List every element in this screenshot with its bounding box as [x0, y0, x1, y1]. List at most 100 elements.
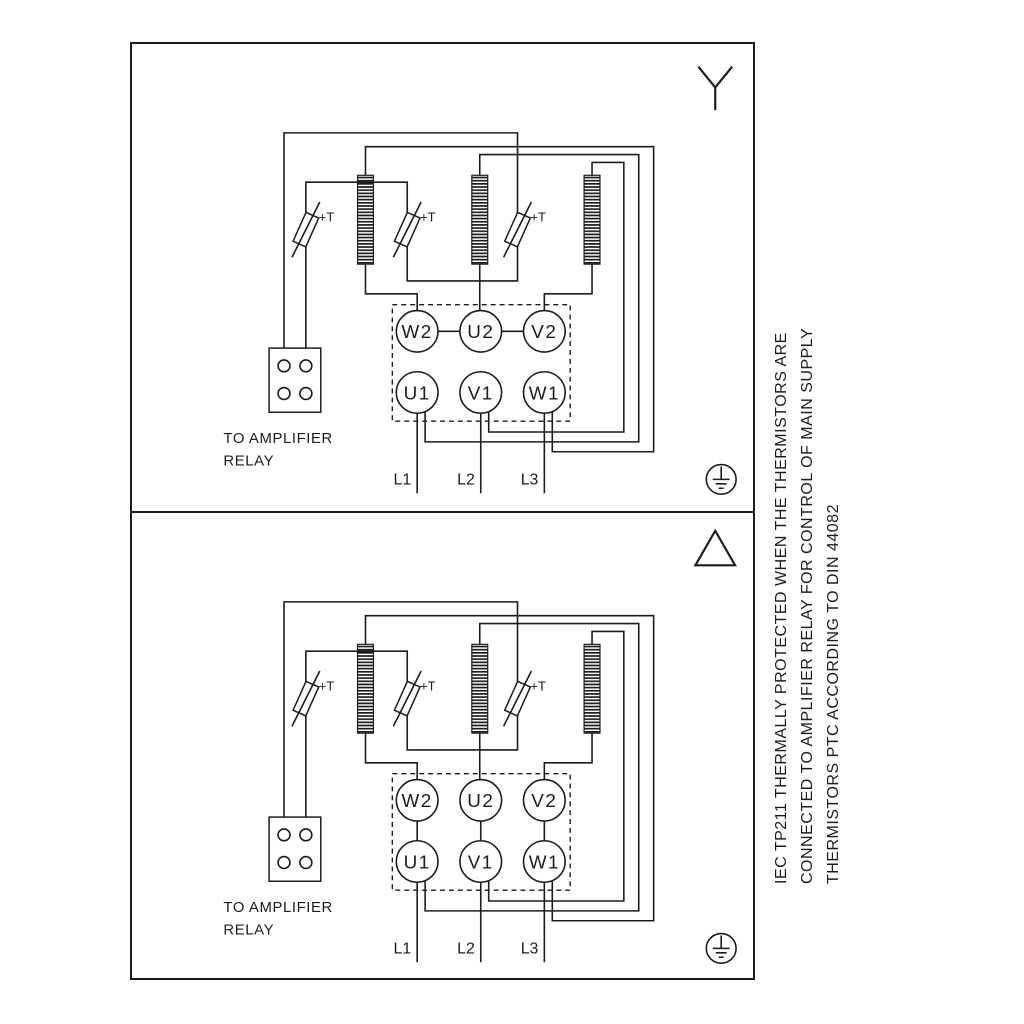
supply-line-labels: L1 L2 L3: [394, 471, 539, 488]
winding-icon: [471, 174, 489, 265]
terminal-v1: V1: [459, 839, 503, 884]
terminal-v1: V1: [459, 370, 503, 415]
thermistor-label: +T: [530, 210, 546, 225]
supply-label-l2: L2: [457, 471, 475, 488]
panel-divider: [132, 511, 753, 513]
wiring: [283, 601, 655, 963]
terminal-label: U1: [404, 851, 431, 872]
wiring: [283, 132, 655, 494]
motor-windings: [356, 174, 601, 265]
winding-lead-c: [543, 733, 593, 780]
terminal-label: U1: [404, 382, 431, 403]
thermistor-icon: +T: [502, 201, 546, 258]
winding-icon: [356, 643, 375, 734]
terminal-w1: W1: [522, 370, 567, 415]
star-icon: [697, 66, 733, 111]
winding-return-wire-a: [364, 145, 655, 453]
supply-label-l3: L3: [521, 471, 539, 488]
delta-icon: [693, 528, 737, 567]
terminal-label: V2: [531, 790, 557, 811]
winding-return-wire-b: [424, 622, 640, 912]
terminal-circle: [395, 370, 439, 415]
terminal-label: V1: [468, 382, 494, 403]
winding-icon: [583, 643, 601, 734]
terminal-w1: W1: [522, 839, 567, 884]
terminal-label: W2: [402, 321, 433, 342]
terminal-circle: [395, 309, 439, 353]
supply-label-l1: L1: [394, 471, 412, 488]
winding-return-wire-b: [424, 153, 640, 443]
relay-pin: [277, 359, 291, 373]
winding-icon: [471, 643, 489, 734]
terminal-label: W1: [529, 382, 560, 403]
terminal-circle: [459, 839, 503, 884]
terminal-circle: [395, 778, 439, 822]
terminal-board: W2 U2 V2 U1 V1: [391, 772, 571, 891]
amplifier-relay-terminal: [268, 816, 322, 882]
relay-caption-line-1: TO AMPLIFIER: [223, 431, 332, 447]
side-note-line-2: CONNECTED TO AMPLIFIER RELAY FOR CONTROL…: [799, 327, 816, 884]
terminal-v2: V2: [522, 309, 567, 353]
supply-wires: [416, 413, 546, 494]
terminal-circle: [522, 309, 567, 353]
star-connection-panel: +T +T +T W2 U2: [223, 66, 737, 495]
winding-return-wire-a: [364, 614, 655, 922]
winding-return-wire-c: [487, 161, 625, 433]
winding-lead-a: [364, 264, 418, 311]
terminal-v2: V2: [522, 778, 567, 822]
winding-return-wire-c: [487, 630, 625, 902]
relay-box: [268, 816, 322, 882]
relay-caption-line-1: TO AMPLIFIER: [223, 900, 332, 916]
supply-label-l1: L1: [394, 940, 412, 957]
relay-caption-line-2: RELAY: [223, 454, 274, 470]
terminal-w2: W2: [395, 778, 439, 822]
motor-windings: [356, 643, 601, 734]
thermistor-icon: +T: [502, 670, 546, 727]
relay-caption-line-2: RELAY: [223, 923, 274, 939]
thermistor-chain-wire: [283, 132, 519, 349]
side-note-rotated-text: IEC TP211 THERMALLY PROTECTED WHEN THE T…: [757, 42, 905, 980]
winding-icon: [356, 174, 375, 265]
terminal-circle: [459, 309, 503, 353]
supply-label-l2: L2: [457, 940, 475, 957]
thermistor-icon: +T: [392, 201, 436, 258]
terminal-u2: U2: [459, 778, 503, 822]
thermistor-label: +T: [420, 210, 436, 225]
thermistor-icon: +T: [291, 670, 334, 727]
relay-pin: [299, 828, 313, 842]
earth-ground-icon: [705, 932, 737, 964]
relay-pin: [277, 828, 291, 842]
side-note: IEC TP211 THERMALLY PROTECTED WHEN THE T…: [757, 42, 905, 980]
terminal-label: V1: [468, 851, 494, 872]
winding-icon: [583, 174, 601, 265]
terminal-label: U2: [467, 790, 494, 811]
relay-pin: [277, 855, 291, 870]
thermistor-label: +T: [530, 679, 546, 694]
terminal-w2: W2: [395, 309, 439, 353]
terminal-circle: [459, 370, 503, 415]
terminal-u1: U1: [395, 370, 439, 415]
terminal-label: W1: [529, 851, 560, 872]
relay-box: [268, 347, 322, 413]
winding-lead-a: [364, 733, 418, 780]
terminal-label: W2: [402, 790, 433, 811]
supply-line-labels: L1 L2 L3: [394, 940, 539, 957]
diagram-frame: +T +T +T W2 U2: [130, 42, 755, 980]
terminal-circle: [522, 839, 567, 884]
earth-ground-icon: [705, 463, 737, 495]
side-note-line-1: IEC TP211 THERMALLY PROTECTED WHEN THE T…: [773, 332, 790, 884]
terminal-circle: [395, 839, 439, 884]
terminal-circle: [522, 370, 567, 415]
thermistor-label: +T: [319, 210, 335, 225]
terminal-circle: [522, 778, 567, 822]
delta-connection-panel: +T +T +T W2 U2: [223, 528, 737, 964]
terminal-circle: [459, 778, 503, 822]
thermistor-chain-wire: [283, 601, 519, 818]
amplifier-relay-terminal: [268, 347, 322, 413]
delta-bridge: [416, 821, 546, 841]
winding-lead-c: [543, 264, 593, 311]
terminal-u1: U1: [395, 839, 439, 884]
terminal-label: U2: [467, 321, 494, 342]
thermistor-icon: +T: [392, 670, 436, 727]
